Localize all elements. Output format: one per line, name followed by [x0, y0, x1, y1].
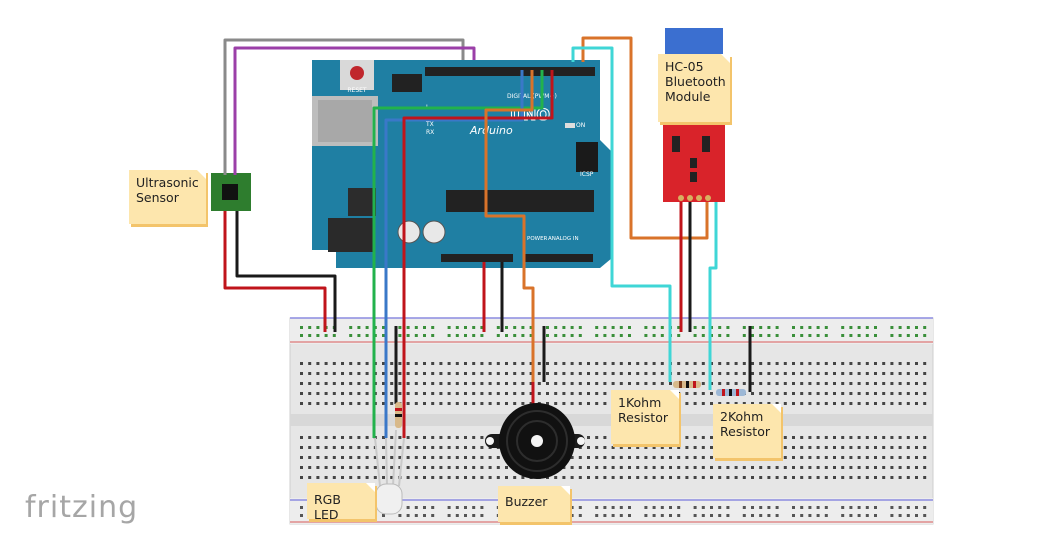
resistor-1kohm	[673, 381, 701, 388]
hc05-bluetooth-module	[663, 28, 725, 202]
resistor-2kohm	[716, 389, 746, 396]
rgb-led	[374, 429, 405, 515]
resistor-rgb	[395, 402, 402, 428]
icsp-label: ICSP	[580, 171, 594, 178]
reset-label: RESET	[347, 87, 367, 94]
rx-label: RX	[426, 129, 434, 136]
ultrasonic-sensor-note: Ultrasonic Sensor	[129, 170, 206, 224]
resistor-1kohm-note: 1Kohm Resistor	[611, 390, 679, 444]
arduino-uno-board: RESET Arduino UNO DIGITAL (PWM~) POWER A…	[312, 60, 612, 268]
buzzer	[485, 403, 585, 479]
wires	[223, 36, 752, 438]
buzzer-note: Buzzer	[498, 486, 570, 522]
fritzing-logo: fritzing	[25, 490, 139, 525]
arduino-brand: Arduino	[469, 124, 513, 137]
tx-label: TX	[425, 121, 434, 128]
on-label: ON	[576, 122, 585, 129]
bluetooth-module-note: HC-05 Bluetooth Module	[658, 54, 730, 122]
rgb-led-note: RGB LED	[307, 483, 375, 522]
power-label: POWER	[527, 236, 548, 242]
ultrasonic-sensor	[211, 173, 251, 211]
analog-label: ANALOG IN	[548, 236, 579, 242]
resistor-2kohm-note: 2Kohm Resistor	[713, 404, 781, 458]
